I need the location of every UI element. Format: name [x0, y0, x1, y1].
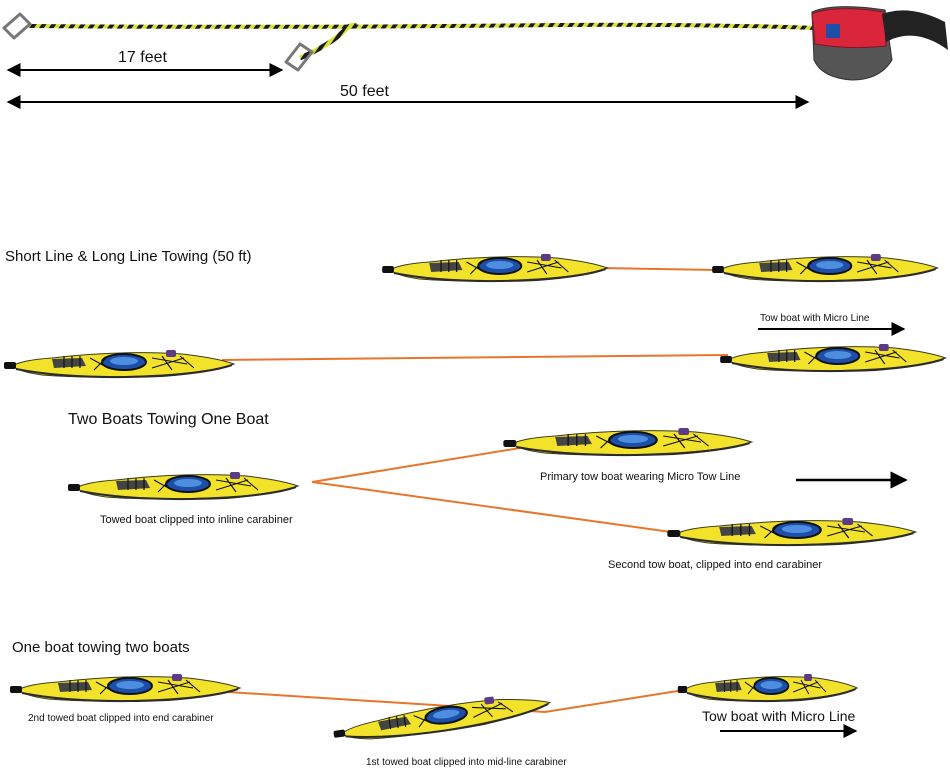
- one-boat-towing-row: [9, 673, 859, 747]
- first-towed-boat-caption: 1st towed boat clipped into mid-line car…: [366, 757, 567, 768]
- tow-boat-caption: Tow boat with Micro Line: [760, 313, 870, 324]
- kayak-icon: [3, 349, 235, 379]
- tow-boat-caption: Tow boat with Micro Line: [702, 708, 856, 724]
- tow-line: [599, 267, 719, 271]
- tow-line-first-towed: [544, 689, 685, 713]
- kayak-icon: [676, 673, 859, 703]
- tow-line: [221, 354, 729, 361]
- second-tow-boat-caption: Second tow boat, clipped into end carabi…: [608, 559, 823, 571]
- short-line-length-label: 17 feet: [118, 49, 167, 66]
- towed-boat-caption: Towed boat clipped into inline carabiner: [100, 514, 293, 526]
- kayak-icon: [502, 426, 753, 457]
- section-title-two-boats: Two Boats Towing One Boat: [68, 411, 269, 428]
- carabiner-icon: [284, 42, 314, 72]
- tow-rope: [27, 22, 819, 30]
- kayak-icon: [330, 687, 553, 747]
- carabiner-icon: [2, 12, 32, 40]
- micro-tow-line-assembly: [2, 6, 948, 109]
- long-line-towing-row: [3, 343, 947, 379]
- kayak-icon: [666, 516, 917, 547]
- kayak-icon: [719, 343, 947, 373]
- kayak-icon: [67, 471, 299, 501]
- second-towed-boat-caption: 2nd towed boat clipped into end carabine…: [28, 713, 214, 724]
- long-line-length-label: 50 feet: [340, 83, 389, 100]
- section-title-one-boat: One boat towing two boats: [12, 639, 190, 656]
- section-title-short-long: Short Line & Long Line Towing (50 ft): [5, 248, 252, 265]
- kayak-icon: [9, 673, 241, 703]
- kayak-icon: [711, 253, 939, 283]
- short-line-towing-row: [381, 253, 939, 336]
- kayak-icon: [381, 253, 609, 283]
- two-boats-towing-row: [67, 426, 917, 547]
- tow-line-second: [311, 481, 679, 534]
- mid-line-rope-branch: [299, 23, 357, 61]
- tow-line-primary: [311, 447, 521, 483]
- tow-belt-bag-icon: [811, 6, 948, 81]
- primary-tow-boat-caption: Primary tow boat wearing Micro Tow Line: [540, 471, 741, 483]
